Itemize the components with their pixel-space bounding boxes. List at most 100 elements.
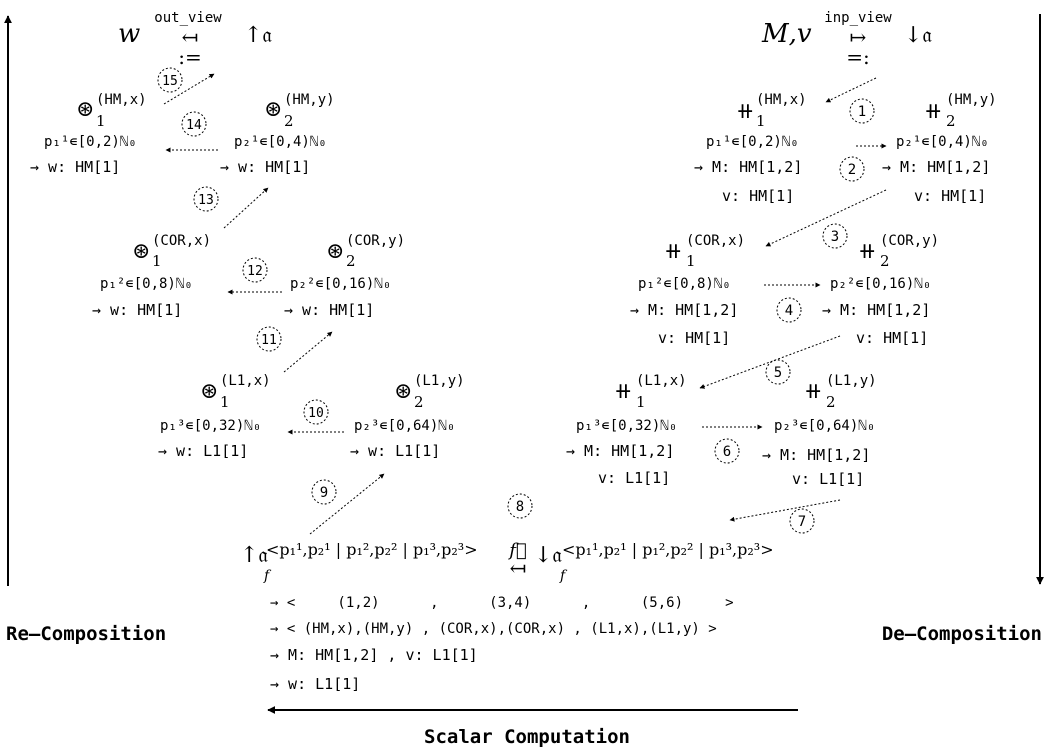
decomp-op: ⧺ [924,99,942,124]
step-markers: 1 2 3 4 5 6 7 8 [157,67,875,534]
decomp-sub: 2 [880,252,890,270]
recomp-node-cor-y: ⊛ (COR,y) 2 p₂²∊[0,16)ℕ₀ → w: HM[1] [284,233,405,319]
decomp-node-hm-y: ⧺ (HM,y) 2 p₂¹∊[0,4)ℕ₀ → M: HM[1,2] v: H… [882,92,997,205]
step-number: 11 [261,333,277,348]
step-arrow-1 [825,77,877,103]
decomp-m: → M: HM[1,2] [630,301,738,319]
step-circle-4: 4 [776,297,802,323]
step-circle-5: 5 [765,359,791,385]
header-left-view: out_view [154,10,222,26]
decomp-tag: (HM,y) [946,92,997,108]
decomp-sub: 1 [636,393,646,411]
recomp-op: ⊛ [200,379,218,404]
decomp-sub: 1 [686,252,696,270]
decomp-m: → M: HM[1,2] [762,446,870,464]
recomp-sub: 2 [346,252,356,270]
decomp-tag: (L1,x) [636,373,687,389]
scalar-function-arrow: ↤ [510,556,527,580]
recomp-w: → w: L1[1] [350,442,440,460]
recomp-range: p₁¹∊[0,2)ℕ₀ [44,134,137,150]
decomp-v: v: L1[1] [598,469,670,487]
header-left-assign: := [178,45,202,69]
decomp-range: p₂³∊[0,64)ℕ₀ [774,418,875,434]
decomp-v: v: L1[1] [792,470,864,488]
header-right-symbol: M,v [761,19,812,49]
decomp-m: → M: HM[1,2] [566,442,674,460]
recomp-range: p₂¹∊[0,4)ℕ₀ [234,134,327,150]
scalar-computation-label: Scalar Computation [424,726,630,748]
recomp-tag: (L1,y) [414,373,465,389]
scalar-right-params: <p₁¹,p₂¹ | p₁²,p₂² | p₁³,p₂³> [562,540,774,559]
step-number: 2 [848,162,856,178]
step-number: 4 [785,303,793,319]
recomp-node-l1-x: ⊛ (L1,x) 1 p₁³∊[0,32)ℕ₀ → w: L1[1] [158,373,271,460]
decomp-m: → M: HM[1,2] [882,158,990,176]
step-circle-12: 12 [242,257,268,283]
recomp-w: → w: HM[1] [30,158,120,176]
step-arrow-11 [283,331,333,373]
header-left-symbol: w [118,19,140,49]
decomp-op: ⧺ [804,379,822,404]
decomp-m: → M: HM[1,2] [694,158,802,176]
recomp-sub: 2 [284,112,294,130]
step-number: 1 [858,104,866,120]
step-circle-1: 1 [849,98,875,124]
decomposition-label: De–Composition [882,623,1042,645]
scalar-right-sub: f [559,568,568,584]
recomp-tag: (HM,x) [96,92,147,108]
decomp-sub: 1 [756,112,766,130]
recomp-sub: 1 [96,112,106,130]
recomp-node-l1-y: ⊛ (L1,y) 2 p₂³∊[0,64)ℕ₀ → w: L1[1] [350,373,465,460]
scalar-block: ↑𝔞 f <p₁¹,p₂¹ | p₁²,p₂² | p₁³,p₂³> f⃗ ↤ … [240,540,774,693]
decomp-m: → M: HM[1,2] [822,301,930,319]
decomp-range: p₁¹∊[0,2)ℕ₀ [706,134,799,150]
decomp-op: ⧺ [614,379,632,404]
recomp-w: → w: HM[1] [92,301,182,319]
decomp-v: v: HM[1] [914,187,986,205]
scalar-line-1: → < (1,2) , (3,4) , (5,6) > [270,595,734,611]
step-circle-8: 8 [507,493,533,519]
header-right-arrow: ↦ [850,25,867,49]
decomp-range: p₂¹∊[0,4)ℕ₀ [896,134,989,150]
decomp-tag: (HM,x) [756,92,807,108]
scalar-line-2: → < (HM,x),(HM,y) , (COR,x),(COR,x) , (L… [270,621,717,637]
step-circle-3: 3 [822,223,848,249]
step-circle-11: 11 [256,326,282,352]
recomp-range: p₂²∊[0,16)ℕ₀ [290,276,391,292]
step-circle-15: 15 [157,67,183,93]
recomp-op: ⊛ [132,239,150,264]
step-number: 8 [516,499,524,515]
decomp-node-cor-y: ⧺ (COR,y) 2 p₂²∊[0,16)ℕ₀ → M: HM[1,2] v:… [822,233,939,347]
recomp-node-cor-x: ⊛ (COR,x) 1 p₁²∊[0,8)ℕ₀ → w: HM[1] [92,233,211,319]
step-number: 9 [320,485,328,501]
step-arrow-13 [223,187,269,229]
decomp-v: v: HM[1] [658,329,730,347]
decomp-v: v: HM[1] [722,187,794,205]
scalar-right-frak: ↓𝔞 [534,543,562,568]
decomp-tag: (COR,y) [880,233,939,249]
recomp-range: p₂³∊[0,64)ℕ₀ [354,418,455,434]
recomp-op: ⊛ [394,379,412,404]
recomp-op: ⊛ [326,239,344,264]
step-circle-13: 13 [193,186,219,212]
decomp-node-l1-y: ⧺ (L1,y) 2 p₂³∊[0,64)ℕ₀ → M: HM[1,2] v: … [762,373,877,488]
recomp-w: → w: L1[1] [158,442,248,460]
recomp-op: ⊛ [264,97,282,122]
step-number: 14 [186,118,202,133]
scalar-line-4: → w: L1[1] [270,675,360,693]
step-circle-10: 10 [303,399,329,425]
step-circle-14: 14 [181,111,207,137]
step-arrow-7 [729,499,841,522]
step-number: 7 [798,514,806,530]
decomp-range: p₁³∊[0,32)ℕ₀ [576,418,677,434]
recomp-sub: 1 [220,393,230,411]
recomp-range: p₁³∊[0,32)ℕ₀ [160,418,261,434]
decomp-sub: 2 [826,393,836,411]
header-right-frak: ↓𝔞 [904,23,932,48]
step-circle-7: 7 [789,508,815,534]
decomp-op: ⧺ [664,239,682,264]
decomp-tag: (L1,y) [826,373,877,389]
header-left: w out_view ↤ ↑𝔞 := [118,10,272,69]
step-number: 3 [831,229,839,245]
